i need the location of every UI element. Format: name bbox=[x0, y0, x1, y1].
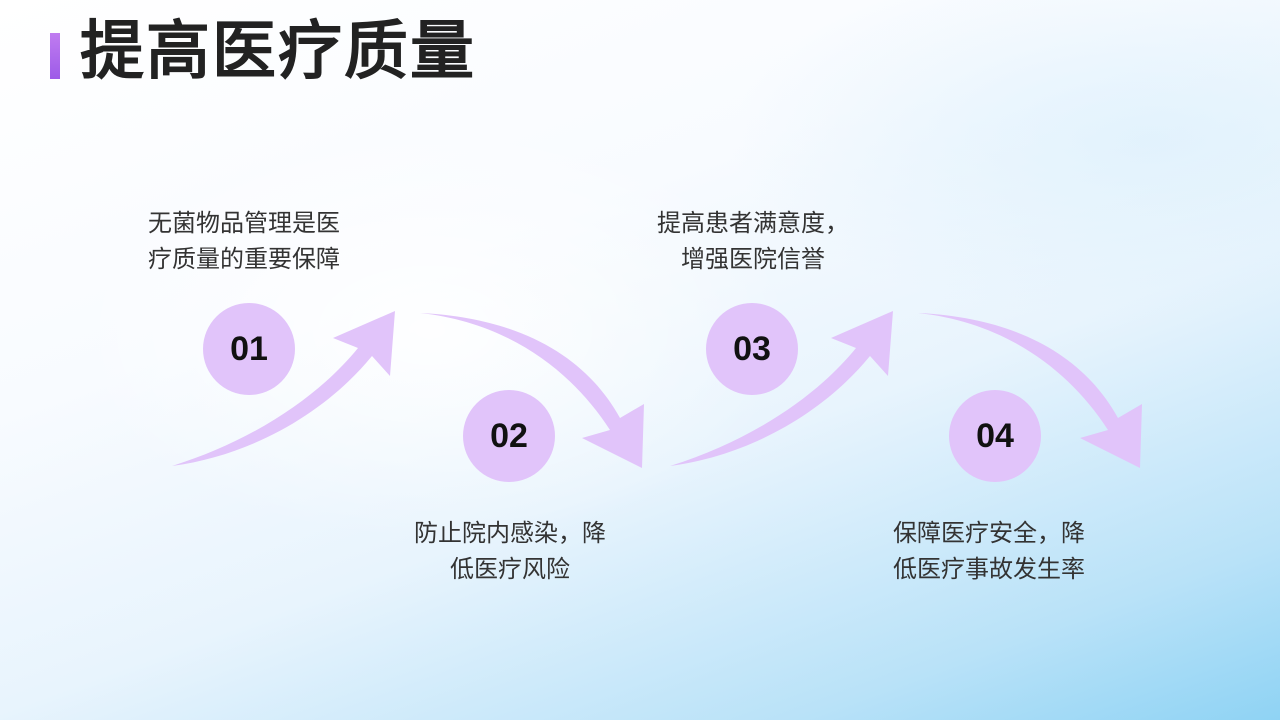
step-1-number-circle: 01 bbox=[203, 303, 295, 395]
step-2-line-2: 低医疗风险 bbox=[450, 555, 570, 583]
step-3-description: 提高患者满意度， 增强医院信誉 bbox=[648, 205, 858, 277]
title-accent-bar bbox=[50, 33, 60, 79]
step-4-line-1: 保障医疗安全，降 bbox=[893, 519, 1085, 547]
rising-arrow-2 bbox=[670, 311, 893, 466]
step-3-number-circle: 03 bbox=[706, 303, 798, 395]
step-4-line-2: 低医疗事故发生率 bbox=[893, 555, 1085, 583]
step-4-description: 保障医疗安全，降 低医疗事故发生率 bbox=[893, 515, 1085, 587]
step-4-number-circle: 04 bbox=[949, 390, 1041, 482]
page-title: 提高医疗质量 bbox=[80, 15, 476, 89]
step-2-line-1: 防止院内感染，降 bbox=[414, 519, 606, 547]
step-1-description: 无菌物品管理是医 疗质量的重要保障 bbox=[148, 205, 340, 277]
step-2-description: 防止院内感染，降 低医疗风险 bbox=[405, 515, 615, 587]
rising-arrow-1 bbox=[172, 311, 395, 466]
step-3-line-2: 增强医院信誉 bbox=[681, 245, 825, 273]
step-3-line-1: 提高患者满意度， bbox=[657, 209, 849, 237]
step-1-line-1: 无菌物品管理是医 bbox=[148, 209, 340, 237]
falling-arrow-2 bbox=[918, 313, 1142, 468]
step-1-line-2: 疗质量的重要保障 bbox=[148, 245, 340, 273]
step-2-number-circle: 02 bbox=[463, 390, 555, 482]
falling-arrow-1 bbox=[420, 313, 644, 468]
